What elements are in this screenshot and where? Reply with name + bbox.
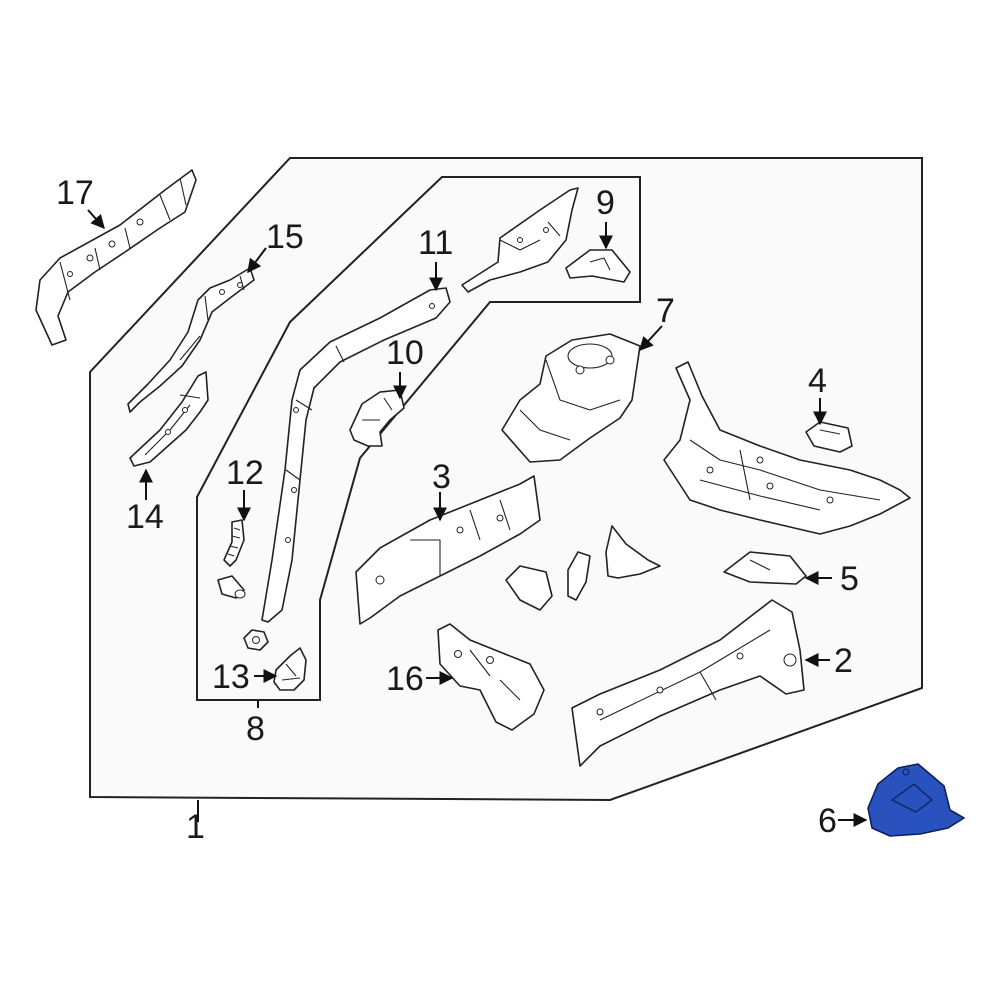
part-11-pillar-inner[interactable] (261, 287, 451, 623)
front-apron-assembly[interactable] (663, 361, 911, 535)
part-15-pillar-brace[interactable] (127, 267, 255, 413)
callout-14: 14 (126, 498, 164, 536)
callout-1: 1 (186, 808, 205, 846)
part-7-strut-tower[interactable] (501, 333, 641, 463)
callout-10: 10 (386, 334, 424, 372)
part-16-bracket-plate[interactable] (437, 623, 545, 731)
callout-3: 3 (432, 458, 451, 496)
bracket-b[interactable] (567, 551, 591, 601)
callout-6: 6 (818, 802, 837, 840)
plug[interactable] (217, 575, 246, 599)
assembly-outline (89, 157, 923, 802)
bracket-a[interactable] (505, 565, 553, 611)
part-6-highlighted-reinforcement[interactable] (867, 763, 965, 837)
part-9-gusset[interactable] (565, 249, 631, 283)
callout-13: 13 (212, 658, 250, 696)
callout-5: 5 (840, 560, 859, 598)
part-17-upper-rail[interactable] (35, 169, 197, 346)
part-10-bracket[interactable] (349, 389, 405, 447)
part-12-seal-strip[interactable] (223, 519, 245, 567)
callout-12: 12 (226, 454, 264, 492)
callout-15: 15 (266, 218, 304, 256)
nut[interactable] (243, 629, 269, 651)
callout-8: 8 (246, 710, 265, 748)
callout-17: 17 (56, 174, 94, 212)
subgroup-outline (196, 176, 641, 701)
callout-7: 7 (656, 292, 675, 330)
part-3-side-panel[interactable] (355, 475, 541, 625)
part-2-side-member[interactable] (571, 599, 805, 767)
leader-lines (87, 209, 868, 827)
part-14-lower-brace[interactable] (129, 371, 209, 467)
bracket-c[interactable] (605, 525, 661, 579)
callout-2: 2 (834, 642, 853, 680)
part-13-clip-bracket[interactable] (273, 647, 307, 691)
upper-inner-bracket[interactable] (461, 187, 579, 293)
callout-11: 11 (418, 224, 453, 262)
callout-4: 4 (808, 362, 827, 400)
callout-16: 16 (386, 660, 424, 698)
callout-9: 9 (596, 184, 615, 222)
